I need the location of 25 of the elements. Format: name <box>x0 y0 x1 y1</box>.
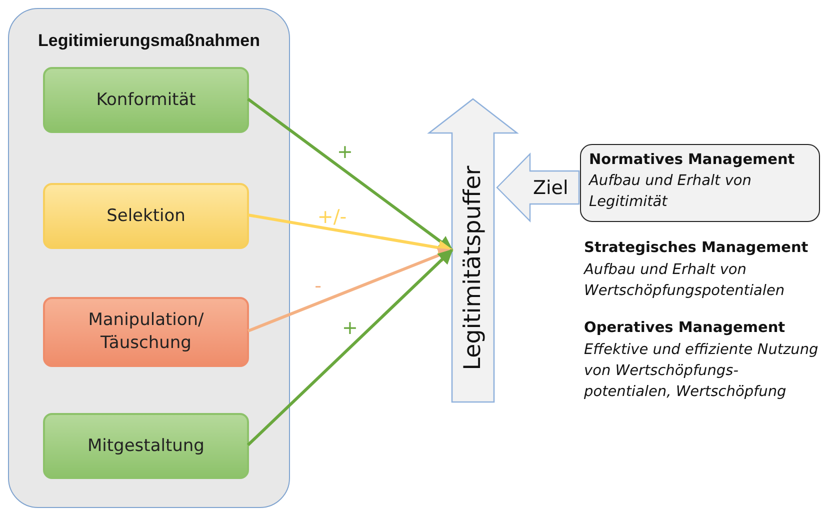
arrow <box>248 214 454 256</box>
process-box: Selektion <box>43 183 249 249</box>
arrow-label: Legitimitätspuffer <box>460 166 486 370</box>
group-panel <box>8 8 290 508</box>
arrow <box>246 248 454 446</box>
card-text: Aufbau und Erhalt von Legitimität <box>589 172 752 212</box>
group-heading: Legitimierungsmaßnahmen <box>37 31 261 51</box>
arrow-label: Ziel <box>533 176 568 198</box>
process-box: Manipulation/ Täuschung <box>43 297 249 367</box>
arrow <box>247 248 454 332</box>
up-arrow-shape <box>428 99 518 403</box>
info-card <box>580 144 820 222</box>
left-arrow-shape <box>497 154 579 221</box>
card-heading: Normatives Management <box>589 151 796 170</box>
edge-label: +/- <box>317 206 347 228</box>
section-heading: Operatives Management <box>584 319 786 338</box>
edge-label: - <box>314 275 322 297</box>
section-heading: Strategisches Management <box>584 239 810 258</box>
description-text: Effektive und effiziente Nutzung von Wertschöpfungs- potentialen, Wertschöpfung <box>584 341 820 402</box>
process-box: Konformität <box>43 67 249 133</box>
edge-label: + <box>342 317 358 339</box>
process-box: Mitgestaltung <box>43 413 249 479</box>
edge-label: + <box>337 141 353 163</box>
arrow <box>247 98 454 252</box>
description-text: Aufbau und Erhalt von Wertschöpfungspotentialen <box>584 261 786 302</box>
